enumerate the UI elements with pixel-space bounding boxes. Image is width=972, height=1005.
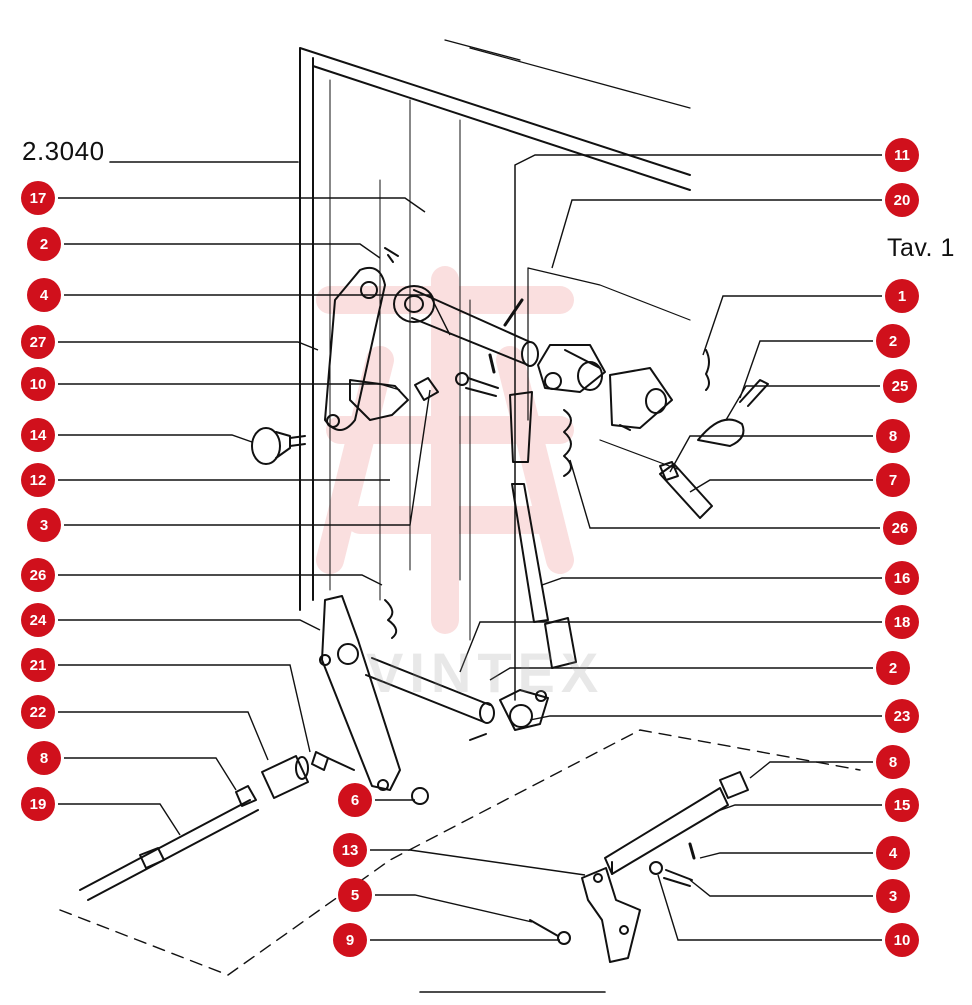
- callout-leader-26: [58, 574, 383, 586]
- callout-badge-4[interactable]: 4: [876, 836, 910, 870]
- callout-leader-2: [489, 667, 873, 681]
- callout-badge-12[interactable]: 12: [21, 463, 55, 497]
- callout-leader-4: [699, 852, 873, 859]
- reference-lines: [109, 161, 606, 993]
- callout-badge-11[interactable]: 11: [885, 138, 919, 172]
- callout-leader-8: [749, 761, 873, 779]
- callout-badge-9[interactable]: 9: [333, 923, 367, 957]
- callout-badge-17[interactable]: 17: [21, 181, 55, 215]
- callout-badge-20[interactable]: 20: [885, 183, 919, 217]
- callout-badge-15[interactable]: 15: [885, 788, 919, 822]
- callout-badge-8[interactable]: 8: [876, 745, 910, 779]
- callout-badge-2[interactable]: 2: [27, 227, 61, 261]
- callout-badge-18[interactable]: 18: [885, 605, 919, 639]
- callout-badge-19[interactable]: 19: [21, 787, 55, 821]
- callout-badge-26[interactable]: 26: [21, 558, 55, 592]
- callout-leader-15: [714, 804, 882, 813]
- callout-badge-8[interactable]: 8: [876, 419, 910, 453]
- callout-leader-8: [669, 435, 873, 473]
- callout-leader-lines: [58, 154, 882, 941]
- reference-code: 2.3040: [22, 136, 105, 166]
- watermark-text: VINTEX: [366, 641, 605, 704]
- callout-leader-13: [370, 849, 586, 876]
- callout-leader-24: [58, 619, 321, 631]
- callout-leader-2: [64, 243, 381, 259]
- callout-badge-3[interactable]: 3: [27, 508, 61, 542]
- callout-badge-27[interactable]: 27: [21, 325, 55, 359]
- callout-leader-17: [58, 197, 426, 213]
- callout-leader-26: [569, 459, 880, 529]
- callout-leader-7: [689, 479, 873, 493]
- callout-badge-23[interactable]: 23: [885, 699, 919, 733]
- callout-leader-21: [58, 664, 311, 753]
- assembly-boundary: [59, 729, 861, 976]
- callout-badge-25[interactable]: 25: [883, 369, 917, 403]
- callout-badge-13[interactable]: 13: [333, 833, 367, 867]
- callout-badge-21[interactable]: 21: [21, 648, 55, 682]
- callout-leader-18: [459, 621, 882, 673]
- callout-badge-2[interactable]: 2: [876, 651, 910, 685]
- callout-badge-2[interactable]: 2: [876, 324, 910, 358]
- callout-leader-3: [689, 879, 873, 897]
- callout-badge-6[interactable]: 6: [338, 783, 372, 817]
- callout-badge-1[interactable]: 1: [885, 279, 919, 313]
- callout-badge-22[interactable]: 22: [21, 695, 55, 729]
- callout-badge-4[interactable]: 4: [27, 278, 61, 312]
- callout-leader-4: [64, 294, 451, 336]
- knob-part: [251, 427, 306, 465]
- adjusting-screw-assembly: [79, 751, 355, 901]
- callout-leader-20: [551, 199, 882, 269]
- callout-badge-3[interactable]: 3: [876, 879, 910, 913]
- callout-leader-14: [58, 434, 253, 443]
- table-label: Tav. 1: [887, 234, 955, 262]
- callout-leader-16: [541, 577, 882, 586]
- lower-lever-assembly: [319, 595, 549, 805]
- callout-badge-10[interactable]: 10: [885, 923, 919, 957]
- machine-frame: [299, 39, 691, 701]
- callout-badge-10[interactable]: 10: [21, 367, 55, 401]
- callout-leader-2: [739, 340, 873, 399]
- connecting-rod: [509, 391, 577, 669]
- callout-badge-16[interactable]: 16: [885, 561, 919, 595]
- callout-badge-5[interactable]: 5: [338, 878, 372, 912]
- callout-leader-27: [58, 341, 319, 351]
- callout-badge-7[interactable]: 7: [876, 463, 910, 497]
- callout-leader-25: [725, 385, 880, 421]
- callout-badge-24[interactable]: 24: [21, 603, 55, 637]
- callout-badge-26[interactable]: 26: [883, 511, 917, 545]
- callout-leader-8: [64, 757, 237, 791]
- callout-leader-5: [375, 894, 533, 923]
- callout-leader-3: [64, 389, 431, 526]
- callout-badge-8[interactable]: 8: [27, 741, 61, 775]
- right-bracket-assembly: [537, 344, 769, 519]
- watermark-emblem: [316, 266, 574, 634]
- callout-leader-22: [58, 711, 269, 761]
- callout-leader-11: [514, 154, 882, 166]
- callout-badge-14[interactable]: 14: [21, 418, 55, 452]
- callout-leader-10: [58, 383, 401, 391]
- callout-leader-19: [58, 803, 181, 836]
- callout-leader-10: [657, 874, 882, 941]
- callout-leader-1: [702, 295, 882, 356]
- bottom-bracket-assembly: [529, 771, 749, 963]
- callout-leader-23: [529, 715, 882, 721]
- upper-shaft-assembly: [324, 247, 539, 431]
